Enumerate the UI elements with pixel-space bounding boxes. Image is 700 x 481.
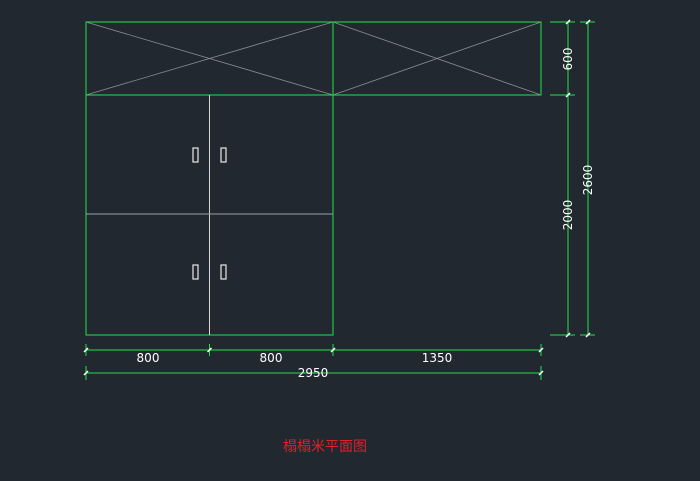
top-cabinet-right [332, 21, 542, 96]
handle-upper-right [220, 147, 227, 163]
drawing-title: 榻榻米平面图 [283, 439, 367, 455]
horizontal-tick-marks [83, 347, 544, 376]
door-handles [192, 147, 227, 280]
handle-lower-left [192, 264, 199, 280]
top-cabinet-row [85, 21, 542, 96]
dim-label-800-left: 800 [137, 351, 160, 365]
dim-label-total-width: 2950 [298, 366, 329, 380]
top-cabinet-cross-marks [85, 21, 542, 96]
dim-label-1350: 1350 [422, 351, 453, 365]
dim-label-2000: 2000 [561, 200, 575, 231]
vertical-tick-marks [565, 19, 591, 338]
dim-label-600: 600 [561, 48, 575, 71]
handle-lower-right [220, 264, 227, 280]
dim-label-800-right: 800 [260, 351, 283, 365]
handle-upper-left [192, 147, 199, 163]
dim-label-total-height: 2600 [581, 165, 595, 196]
vertical-dimensions [550, 21, 595, 336]
